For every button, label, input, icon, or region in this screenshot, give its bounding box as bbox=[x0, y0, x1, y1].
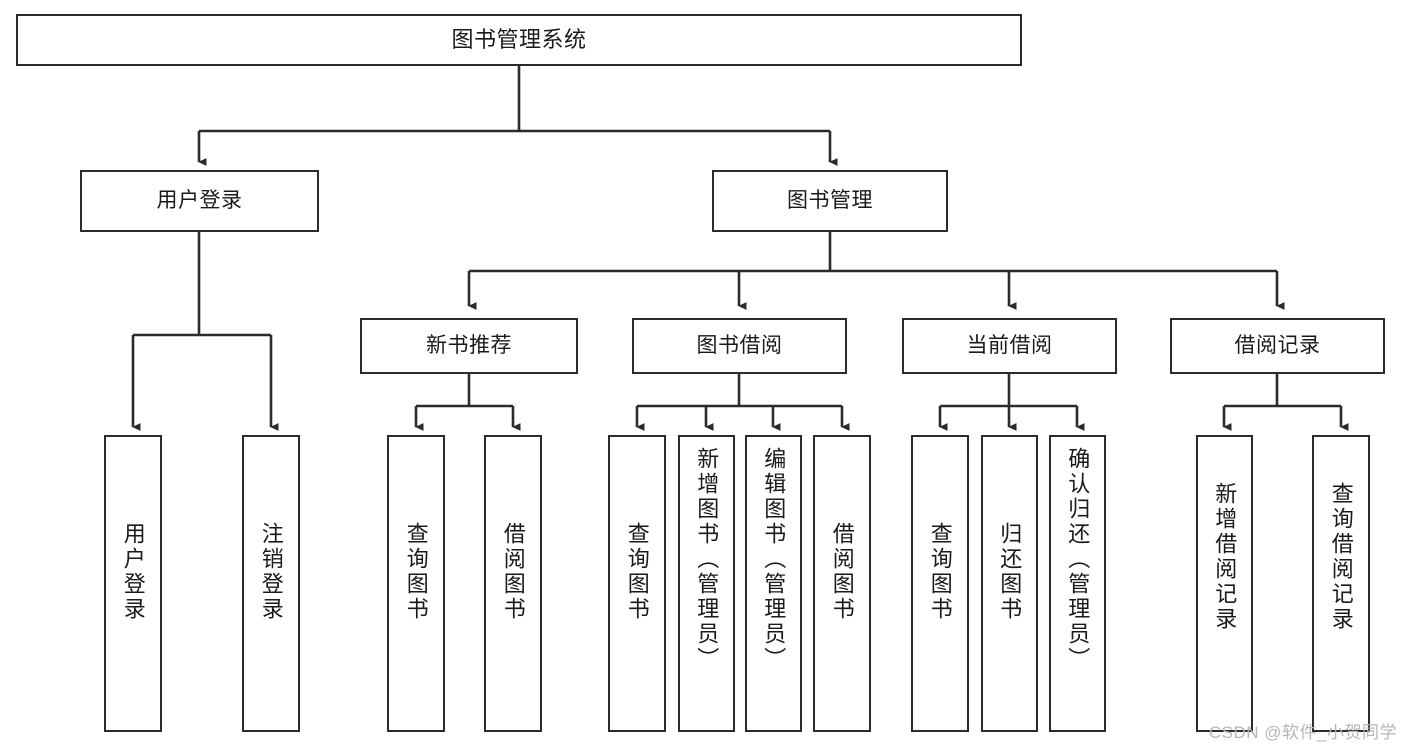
node-label: 查询图书 bbox=[403, 522, 429, 622]
node-label: 编辑图书（管理员） bbox=[761, 447, 787, 672]
node-label: 当前借阅 bbox=[966, 333, 1053, 357]
node-label: 注销登录 bbox=[258, 522, 284, 622]
csdn-watermark: CSDN @软件_小贺同学 bbox=[1208, 723, 1397, 742]
node-label: 借阅图书 bbox=[500, 522, 526, 622]
node-label: 归还图书 bbox=[997, 522, 1023, 622]
node-leaf-query-book-borrow[interactable]: 查询图书 bbox=[608, 435, 666, 732]
node-label: 图书管理 bbox=[787, 188, 873, 212]
node-label: 图书管理系统 bbox=[451, 27, 587, 53]
node-label: 查询图书 bbox=[927, 522, 953, 622]
node-new-book-recommend[interactable]: 新书推荐 bbox=[360, 318, 578, 374]
node-label: 新增图书（管理员） bbox=[694, 447, 720, 672]
node-label: 用户登录 bbox=[156, 188, 243, 212]
node-book-management[interactable]: 图书管理 bbox=[712, 170, 948, 232]
node-leaf-add-book-admin[interactable]: 新增图书（管理员） bbox=[678, 435, 735, 732]
node-label: 确认归还（管理员） bbox=[1065, 447, 1091, 672]
node-leaf-query-borrow-record[interactable]: 查询借阅记录 bbox=[1312, 435, 1370, 732]
node-borrow-record[interactable]: 借阅记录 bbox=[1170, 318, 1385, 374]
node-leaf-edit-book-admin[interactable]: 编辑图书（管理员） bbox=[745, 435, 802, 732]
node-label: 查询借阅记录 bbox=[1328, 482, 1354, 632]
node-current-borrow[interactable]: 当前借阅 bbox=[902, 318, 1117, 374]
node-book-borrow[interactable]: 图书借阅 bbox=[632, 318, 847, 374]
node-leaf-query-book-recommend[interactable]: 查询图书 bbox=[387, 435, 445, 732]
node-label: 借阅记录 bbox=[1234, 333, 1321, 357]
node-label: 新增借阅记录 bbox=[1212, 482, 1238, 632]
node-leaf-confirm-return-admin[interactable]: 确认归还（管理员） bbox=[1049, 435, 1106, 732]
node-leaf-borrow-book[interactable]: 借阅图书 bbox=[813, 435, 871, 732]
node-leaf-query-book-current[interactable]: 查询图书 bbox=[911, 435, 969, 732]
node-label: 借阅图书 bbox=[829, 522, 855, 622]
node-user-login[interactable]: 用户登录 bbox=[80, 170, 319, 232]
node-leaf-logout[interactable]: 注销登录 bbox=[242, 435, 300, 732]
node-leaf-return-book[interactable]: 归还图书 bbox=[981, 435, 1038, 732]
node-book-management-system[interactable]: 图书管理系统 bbox=[16, 14, 1022, 66]
node-leaf-borrow-book-recommend[interactable]: 借阅图书 bbox=[484, 435, 542, 732]
node-label: 图书借阅 bbox=[696, 333, 783, 357]
node-label: 查询图书 bbox=[624, 522, 650, 622]
node-leaf-user-login[interactable]: 用户登录 bbox=[104, 435, 162, 732]
node-leaf-add-borrow-record[interactable]: 新增借阅记录 bbox=[1196, 435, 1253, 732]
node-label: 用户登录 bbox=[120, 522, 146, 622]
node-label: 新书推荐 bbox=[426, 333, 512, 357]
